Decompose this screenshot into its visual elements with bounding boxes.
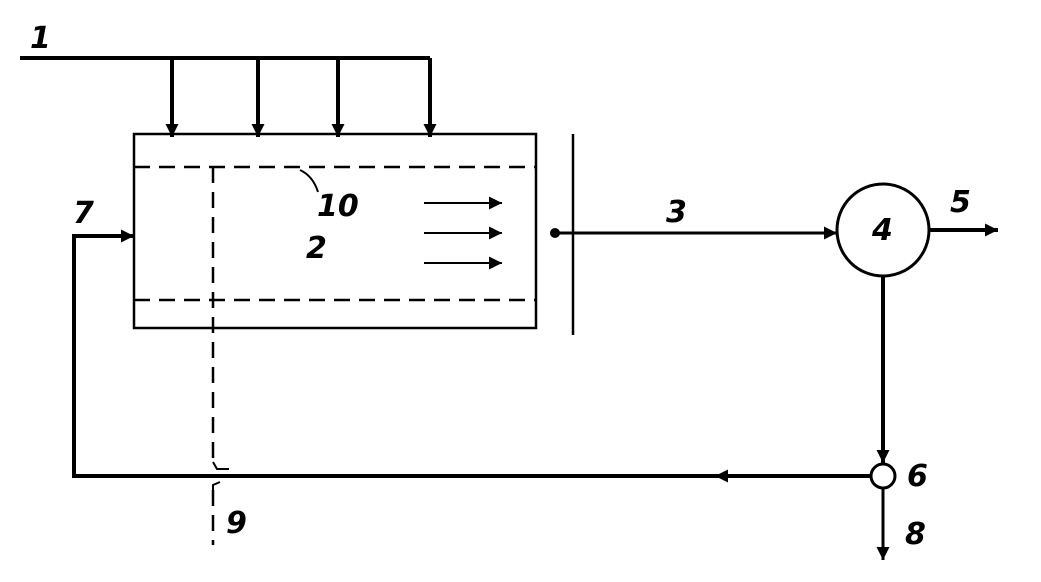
label-10-leader (299, 169, 319, 193)
label-10: 10 (317, 189, 359, 224)
label-8: 8 (905, 517, 926, 552)
label-9: 9 (226, 506, 247, 541)
label-7: 7 (73, 196, 94, 231)
label-5: 5 (950, 185, 971, 220)
flow-direction-arrows (424, 196, 502, 270)
label-6: 6 (907, 459, 928, 494)
dashed-partition-10 (134, 165, 536, 545)
label-1: 1 (30, 21, 51, 56)
recycle-line-7 (72, 229, 871, 483)
label-4: 4 (871, 213, 893, 248)
splitter-node-6 (869, 462, 897, 490)
tank-2 (132, 132, 538, 330)
label-2: 2 (306, 231, 327, 266)
feed-line-1 (20, 56, 437, 137)
junction-9-marks (212, 461, 229, 492)
label-3: 3 (666, 195, 687, 230)
